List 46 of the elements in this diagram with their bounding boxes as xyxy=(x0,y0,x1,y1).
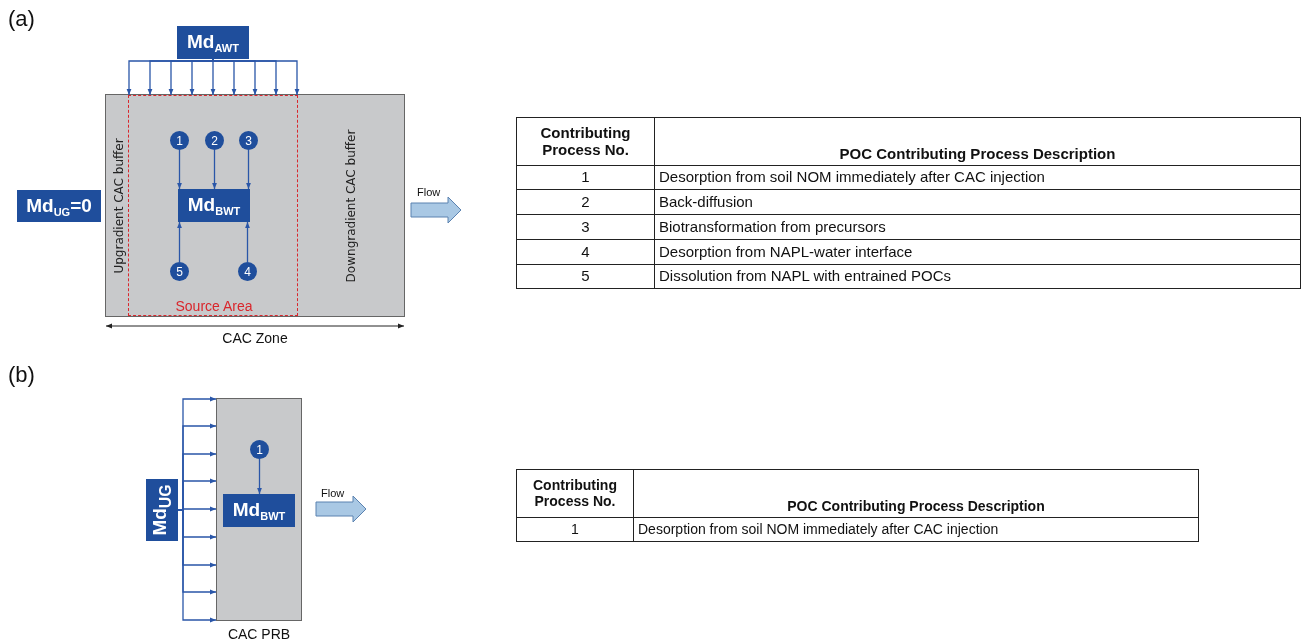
table-cell: Dissolution from NAPL with entrained POCs xyxy=(654,264,1301,289)
table-header-cell: Contributing Process No. xyxy=(516,469,634,518)
number-circle xyxy=(170,131,189,150)
arrow xyxy=(177,221,182,263)
panel-label: (b) xyxy=(8,362,35,388)
arrow xyxy=(177,149,182,190)
zone-caption: CAC PRB xyxy=(226,626,292,641)
zone-box xyxy=(216,398,302,621)
number-circle xyxy=(250,440,269,459)
variable-box xyxy=(178,189,250,222)
dimension-label: CAC Zone xyxy=(221,330,289,346)
table-header-cell: POC Contributing Process Description xyxy=(633,469,1199,518)
variable-label: Md$_{BWT}$ xyxy=(187,194,241,217)
variable-box xyxy=(17,190,101,222)
process-number: 2 xyxy=(211,133,218,148)
table-header-cell: POC Contributing Process Description xyxy=(654,117,1301,166)
zone-box xyxy=(105,94,405,317)
arrow xyxy=(257,458,262,495)
variable-label: Md$_{UG}$=0 xyxy=(26,194,92,218)
table-cell: 1 xyxy=(516,517,634,542)
variable-label: Md$_{BWT}$ xyxy=(232,499,286,522)
source-area-box xyxy=(128,95,298,316)
zone-label: Upgradient CAC buffer xyxy=(112,138,126,274)
arrow xyxy=(212,149,217,190)
arrow xyxy=(245,221,250,263)
variable-box xyxy=(223,494,295,527)
number-circle xyxy=(238,262,257,281)
zone-label: Downgradient CAC buffer xyxy=(344,129,358,283)
flow-label: Flow xyxy=(321,487,345,499)
arrow xyxy=(246,149,251,190)
number-circle xyxy=(170,262,189,281)
variable-box xyxy=(177,26,249,59)
table-cell: 5 xyxy=(516,264,655,289)
area-label: Source Area xyxy=(174,298,254,314)
table-cell: Desorption from soil NOM immediately after CAC injection xyxy=(633,517,1199,542)
table-header-cell: Contributing Process No. xyxy=(516,117,655,166)
variable-label: Md$_{AWT}$ xyxy=(187,31,239,54)
number-circle xyxy=(205,131,224,150)
process-number: 4 xyxy=(244,264,251,279)
number-circle xyxy=(239,131,258,150)
flow-label: Flow xyxy=(417,186,441,198)
panel-label: (a) xyxy=(8,6,35,32)
process-number: 1 xyxy=(176,133,183,148)
process-number: 3 xyxy=(245,133,252,148)
process-number: 5 xyxy=(176,264,183,279)
process-number: 1 xyxy=(256,442,263,457)
